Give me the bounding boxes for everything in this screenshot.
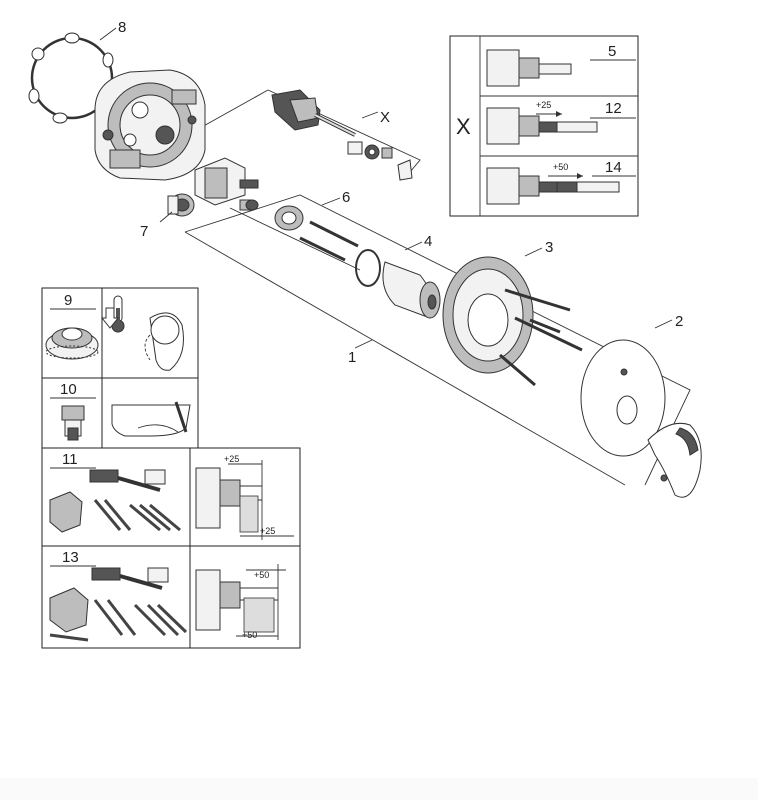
variant-5-spindle	[486, 49, 572, 87]
bathtub-sketch	[111, 401, 191, 437]
variant-14-spindle-plus-50	[486, 167, 620, 205]
leader-8	[99, 27, 117, 41]
callout-1: 1	[348, 349, 356, 366]
callout-6: 6	[342, 189, 350, 206]
dim-14: +50	[553, 162, 568, 172]
callout-8: 8	[118, 19, 126, 36]
part-4-extension-sleeve	[355, 249, 441, 319]
leader-6	[321, 197, 341, 206]
part-7-check-valve	[167, 193, 195, 217]
callout-2: 2	[675, 313, 683, 330]
callout-3: 3	[545, 239, 553, 256]
leader-x	[361, 111, 379, 119]
footer-band	[0, 778, 758, 800]
lever-handle-sketch	[144, 312, 184, 371]
dim-13-top: +50	[254, 570, 269, 580]
part-9-temperature-limiter	[45, 327, 99, 360]
leader-4	[404, 241, 423, 251]
callout-11: 11	[62, 451, 78, 468]
callout-13: 13	[62, 549, 79, 566]
leader-3	[524, 247, 543, 257]
part-2-escutcheon-handle	[580, 339, 702, 498]
dim-11-bottom: +25	[260, 526, 275, 536]
callout-14: 14	[605, 159, 622, 176]
arrow-down-icon	[100, 307, 120, 329]
leader-2	[654, 319, 673, 329]
part-x-extension-spindle	[271, 89, 413, 181]
callout-x-box: X	[456, 114, 471, 139]
callout-5: 5	[608, 43, 616, 60]
dim-12: +25	[536, 100, 551, 110]
callout-4: 4	[424, 233, 432, 250]
part-11-extension-set	[49, 469, 181, 533]
dimension-sketch-13	[195, 564, 286, 640]
callout-x: X	[380, 109, 390, 126]
callout-12: 12	[605, 100, 622, 117]
callout-7: 7	[140, 223, 148, 240]
leader-7	[159, 211, 173, 223]
part-13-extension-set	[49, 567, 188, 642]
part-8-retaining-ring	[28, 32, 114, 124]
variant-12-spindle-plus-25	[486, 107, 598, 145]
dimension-sketch-11	[195, 460, 294, 540]
variant-box-x: X 5 +25 12 +50	[449, 35, 639, 217]
callout-9: 9	[64, 292, 72, 309]
dim-13-bottom: +50	[242, 630, 257, 640]
thermometer-icon	[111, 295, 125, 333]
thermostatic-cartridge	[194, 157, 259, 211]
part-3-mounting-plate	[442, 256, 583, 387]
leader-1	[354, 339, 373, 349]
callout-10: 10	[60, 381, 77, 398]
part-10-nonreturn-valve	[61, 405, 85, 441]
dim-11-top: +25	[224, 454, 239, 464]
rough-in-valve-body	[94, 69, 206, 181]
part-6-mounting-flange	[245, 199, 359, 262]
